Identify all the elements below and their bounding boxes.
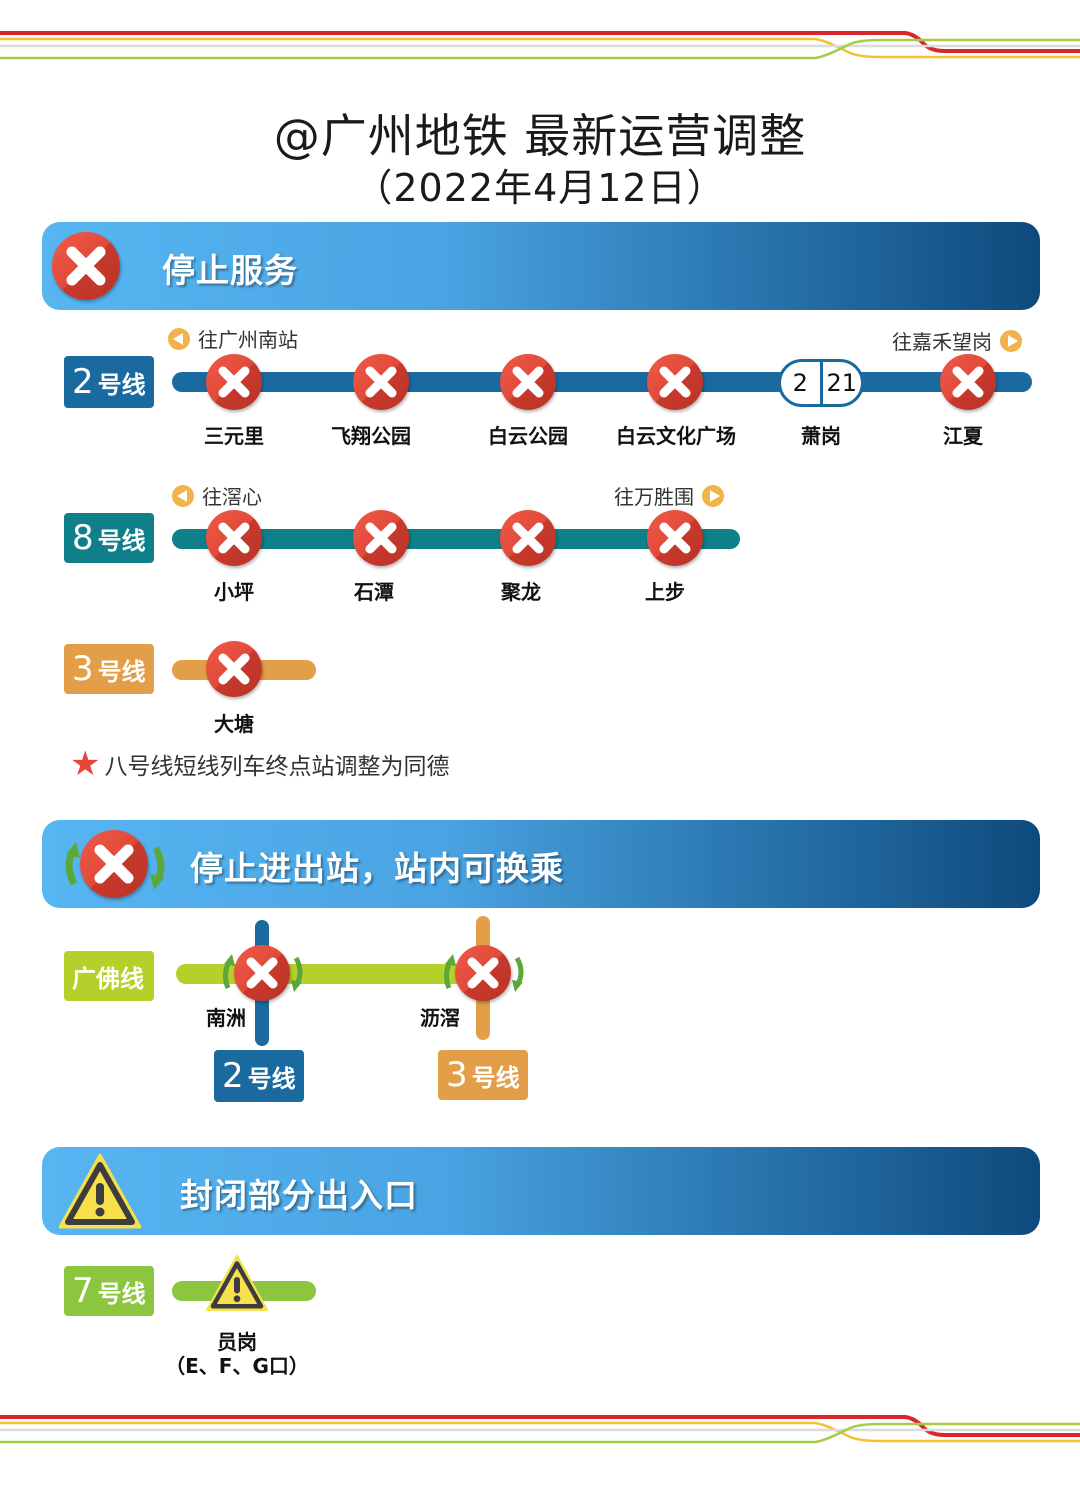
arrow-right-icon bbox=[702, 484, 724, 507]
line-number: 2 bbox=[222, 1056, 244, 1096]
banner-label: 封闭部分出入口 bbox=[180, 1176, 418, 1215]
star-icon: ★ bbox=[70, 744, 101, 784]
arrow-left-icon bbox=[168, 327, 190, 350]
station-label: 江夏 bbox=[943, 424, 983, 448]
line-number: 3 bbox=[72, 649, 94, 689]
line-badge-2: 2 号线 bbox=[64, 356, 154, 408]
banner-no-entry-exit: 停止进出站，站内可换乘 bbox=[42, 820, 1040, 908]
banner-label: 停止服务 bbox=[162, 251, 298, 290]
footnote-text: 八号线短线列车终点站调整为同德 bbox=[104, 754, 450, 780]
line-number: 8 bbox=[72, 518, 94, 558]
exits-label: （E、F、G口） bbox=[165, 1354, 309, 1378]
line-number: 7 bbox=[72, 1271, 94, 1311]
line-suffix: 号线 bbox=[97, 657, 146, 686]
close-circle-icon bbox=[52, 232, 120, 300]
banner-label: 停止进出站，站内可换乘 bbox=[190, 849, 564, 888]
banner-partial-closure: 封闭部分出入口 bbox=[42, 1147, 1040, 1235]
station-closed-icon bbox=[353, 354, 409, 410]
station-closed-icon bbox=[647, 354, 703, 410]
station-label: 大塘 bbox=[214, 712, 254, 736]
transfer-arrows-icon bbox=[65, 842, 165, 890]
station-label: 白云文化广场 bbox=[616, 424, 736, 448]
direction-label: 往嘉禾望岗 bbox=[892, 330, 992, 354]
station-label: 石潭 bbox=[354, 580, 394, 604]
line-suffix: 号线 bbox=[97, 1279, 146, 1308]
decorative-lines-top bbox=[0, 31, 1080, 60]
page-title: @广州地铁 最新运营调整 bbox=[273, 109, 807, 163]
direction-right: 往嘉禾望岗 bbox=[892, 326, 1022, 355]
station-closed-icon bbox=[647, 510, 703, 566]
arrow-right-icon bbox=[1000, 329, 1022, 352]
decorative-lines-bottom bbox=[0, 1415, 1080, 1444]
direction-label: 往滘心 bbox=[202, 485, 262, 509]
direction-left: 往滘心 bbox=[172, 481, 262, 510]
line-badge-3: 3 号线 bbox=[64, 644, 154, 694]
direction-right: 往万胜围 bbox=[614, 481, 724, 510]
transfer-arrows-icon bbox=[443, 954, 524, 992]
line-name: 广佛线 bbox=[72, 964, 144, 993]
line-badge-3-transfer: 3 号线 bbox=[438, 1050, 528, 1100]
divider bbox=[819, 362, 823, 404]
station-closed-icon bbox=[206, 641, 262, 697]
line-badge-2-transfer: 2 号线 bbox=[214, 1050, 304, 1102]
station-closed-icon bbox=[206, 354, 262, 410]
station-label: 聚龙 bbox=[501, 580, 541, 604]
station-label: 白云公园 bbox=[488, 424, 568, 448]
station-closed-icon bbox=[206, 510, 262, 566]
station-label: 上步 bbox=[645, 580, 685, 604]
transfer-line: 2 bbox=[792, 369, 808, 397]
line-suffix: 号线 bbox=[471, 1063, 520, 1092]
station-label: 南洲 bbox=[206, 1006, 246, 1030]
line-badge-guangfo: 广佛线 bbox=[64, 951, 154, 1001]
banner-stop-service: 停止服务 bbox=[42, 222, 1040, 310]
transfer-line: 21 bbox=[826, 369, 858, 397]
station-closed-icon bbox=[500, 510, 556, 566]
warning-triangle-icon bbox=[205, 1254, 269, 1312]
station-closed-icon bbox=[353, 510, 409, 566]
line-8-track bbox=[172, 529, 740, 549]
line-2-track bbox=[172, 372, 1032, 392]
direction-label: 往万胜围 bbox=[614, 485, 694, 509]
station-label: 小坪 bbox=[214, 580, 254, 604]
line-suffix: 号线 bbox=[97, 526, 146, 555]
footnote: ★ 八号线短线列车终点站调整为同德 bbox=[70, 747, 449, 781]
line-suffix: 号线 bbox=[247, 1064, 296, 1093]
station-label: 沥滘 bbox=[420, 1006, 460, 1030]
line-number: 2 bbox=[72, 362, 94, 402]
station-closed-icon bbox=[234, 945, 290, 1001]
station-closed-icon bbox=[500, 354, 556, 410]
direction-left: 往广州南站 bbox=[168, 324, 298, 353]
line-suffix: 号线 bbox=[97, 370, 146, 399]
direction-label: 往广州南站 bbox=[198, 328, 298, 352]
line-badge-8: 8 号线 bbox=[64, 513, 154, 563]
station-label: 三元里 bbox=[204, 424, 264, 448]
transfer-station-marker: 2 21 bbox=[778, 359, 864, 407]
arrow-left-icon bbox=[172, 484, 194, 507]
line-number: 3 bbox=[446, 1055, 468, 1095]
station-label: 萧岗 bbox=[801, 424, 841, 448]
warning-triangle-icon bbox=[58, 1153, 142, 1229]
station-closed-icon bbox=[455, 945, 511, 1001]
station-label: 员岗 bbox=[217, 1330, 257, 1354]
page-date: （2022年4月12日） bbox=[354, 166, 726, 210]
station-closed-icon bbox=[940, 354, 996, 410]
transfer-arrows-icon bbox=[222, 954, 303, 992]
station-label: 飞翔公园 bbox=[331, 424, 411, 448]
line-badge-7: 7 号线 bbox=[64, 1266, 154, 1316]
close-circle-icon bbox=[80, 830, 148, 898]
